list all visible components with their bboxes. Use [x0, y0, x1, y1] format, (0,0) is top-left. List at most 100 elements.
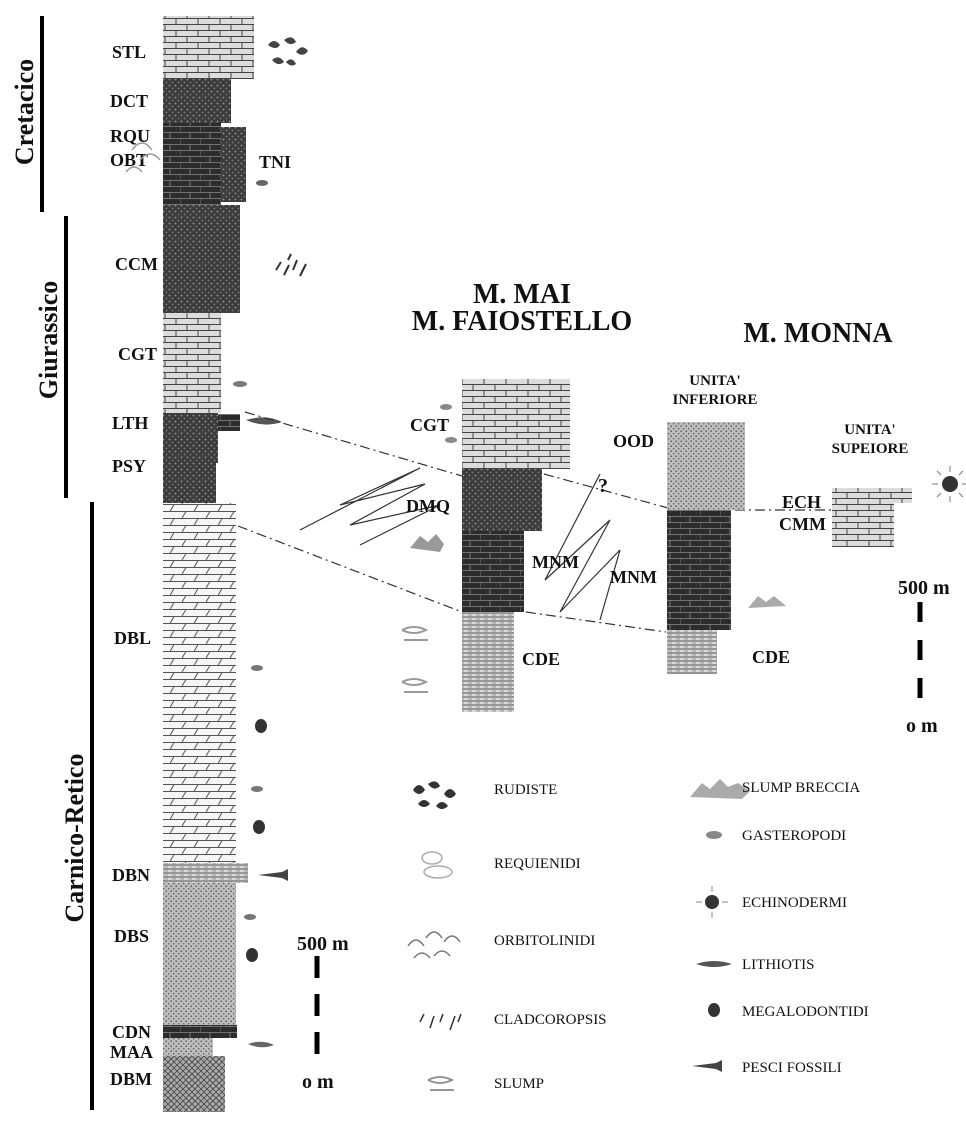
monna-unit-ood: [667, 422, 745, 510]
fossil-fish-legend-icon: [692, 1060, 722, 1072]
unit-obt: [163, 123, 221, 213]
legend-label-orbitolinidi: ORBITOLINIDI: [494, 933, 595, 949]
monna-lower-unit-line1: UNITA': [689, 373, 740, 389]
slump-breccia-icon-monna: [748, 596, 786, 608]
unit-cdn: [163, 1025, 237, 1038]
orbitolinid-legend-icon: [407, 931, 461, 959]
legend-cladcoropsis: CLADCOROPSIS: [419, 1012, 607, 1031]
legend-orbitolinidi: ORBITOLINIDI: [407, 931, 595, 959]
legend-slump: SLUMP: [427, 1076, 544, 1092]
unit-cgt: [163, 313, 221, 413]
period-bars: Cretacico Giurassico Carnico-Retico: [10, 16, 94, 1110]
label-cdn: CDN: [112, 1022, 151, 1042]
echinoderm-legend-icon: [696, 886, 728, 918]
monna-label-ood: OOD: [613, 431, 654, 451]
main-scale-bar: 500 m o m: [297, 933, 349, 1093]
legend-lithiotis: LITHIOTIS: [696, 957, 814, 973]
legend-requienidi: REQUIENIDI: [421, 851, 581, 879]
gastropod-icon-mai: [440, 404, 452, 410]
megalodontid-icon-2: [253, 820, 265, 834]
label-dbn: DBN: [112, 865, 150, 885]
label-dbs: DBS: [114, 926, 149, 946]
label-tni: TNI: [259, 152, 291, 172]
lithiotis-icon-2: [248, 1041, 274, 1048]
monna-unit-cmm: [832, 503, 894, 547]
legend-label-pesci-fossili: PESCI FOSSILI: [742, 1060, 842, 1076]
echinoderm-icon: [932, 466, 966, 502]
mai-label-mnm: MNM: [532, 552, 579, 572]
label-ccm: CCM: [115, 254, 158, 274]
legend-echinodermi: ECHINODERMI: [696, 886, 847, 918]
legend-label-cladcoropsis: CLADCOROPSIS: [494, 1012, 607, 1028]
unit-dbm: [163, 1056, 225, 1112]
legend-rudiste: RUDISTE: [413, 781, 557, 809]
gastropod-icon-4: [251, 786, 263, 792]
gastropod-icon-3: [251, 665, 263, 671]
interfingering-zigzags: [299, 467, 621, 621]
gastropod-icon-mai-2: [445, 437, 457, 443]
monna-section: M. MONNA UNITA' INFERIORE UNITA' SUPEIOR…: [598, 318, 966, 737]
mai-title-line1: M. MAI: [473, 279, 571, 310]
mai-unit-dmq: [462, 469, 542, 531]
period-triassic-label: Carnico-Retico: [60, 754, 89, 923]
monna-title: M. MONNA: [743, 318, 893, 349]
megalodontid-icon-3: [246, 948, 258, 962]
slump-legend-icon: [427, 1076, 455, 1091]
right-scale-bottom: o m: [906, 715, 938, 737]
legend-label-slump: SLUMP: [494, 1076, 544, 1092]
legend-label-requienidi: REQUIENIDI: [494, 856, 581, 872]
label-dbm: DBM: [110, 1069, 152, 1089]
label-maa: MAA: [110, 1042, 153, 1062]
monna-lower-unit-line2: INFERIORE: [672, 392, 757, 408]
gastropod-icon-2: [233, 381, 247, 387]
cladocoropsis-legend-icon: [419, 1013, 462, 1031]
monna-label-mnm: MNM: [610, 567, 657, 587]
requienid-legend-icon: [421, 851, 453, 879]
legend-label-megalodontidi: MEGALODONTIDI: [742, 1004, 869, 1020]
monna-label-cmm: CMM: [779, 514, 826, 534]
label-psy: PSY: [112, 456, 146, 476]
legend-label-echinodermi: ECHINODERMI: [742, 895, 847, 911]
gastropod-icon-5: [244, 914, 256, 920]
monna-unit-ech: [832, 488, 912, 503]
slump-icon-mai: [401, 626, 429, 693]
fossil-fish-icon: [258, 869, 288, 881]
label-stl: STL: [112, 42, 146, 62]
orbitolinid-icon: [125, 142, 161, 173]
label-rqu: RQU: [110, 126, 150, 146]
unit-stl: [163, 16, 254, 79]
label-obt: OBT: [110, 150, 148, 170]
mai-title-line2: M. FAIOSTELLO: [412, 306, 632, 337]
mai-unit-cgt: [462, 379, 570, 469]
uncertain-mark: ?: [598, 475, 608, 497]
unit-ccm: [163, 205, 240, 313]
label-lth: LTH: [112, 413, 148, 433]
rudist-legend-icon: [413, 781, 456, 809]
correlation-lines: [237, 411, 832, 633]
mai-label-cgt: CGT: [410, 415, 449, 435]
main-column-fossils: [125, 37, 308, 1048]
unit-tni: [221, 127, 246, 202]
unit-dct: [163, 79, 231, 123]
slump-breccia-icon-mai: [410, 534, 444, 552]
legend-gasteropodi: GASTEROPODI: [706, 828, 846, 844]
monna-label-ech: ECH: [782, 492, 821, 512]
mai-unit-mnm: [462, 531, 524, 612]
legend-megalodontidi: MEGALODONTIDI: [708, 1003, 869, 1020]
label-cgt: CGT: [118, 344, 157, 364]
period-jurassic-label: Giurassico: [34, 281, 63, 399]
unit-lth-spur: [218, 414, 240, 431]
monna-unit-cde: [667, 630, 717, 674]
legend-label-slump-breccia: SLUMP BRECCIA: [742, 780, 860, 796]
right-scale-top: 500 m: [898, 577, 950, 599]
mai-section: M. MAI M. FAIOSTELLO CGT DMQ MNM CDE: [401, 279, 632, 712]
main-column-labels: STL DCT RQU OBT TNI CCM CGT LTH PSY DBL …: [110, 42, 291, 1089]
megalodontid-icon: [255, 719, 267, 733]
legend-slump-breccia: SLUMP BRECCIA: [690, 779, 860, 799]
unit-maa: [163, 1038, 213, 1056]
monna-label-cde: CDE: [752, 647, 790, 667]
cladocoropsis-icon: [275, 253, 307, 277]
lithiotis-icon: [246, 417, 282, 425]
